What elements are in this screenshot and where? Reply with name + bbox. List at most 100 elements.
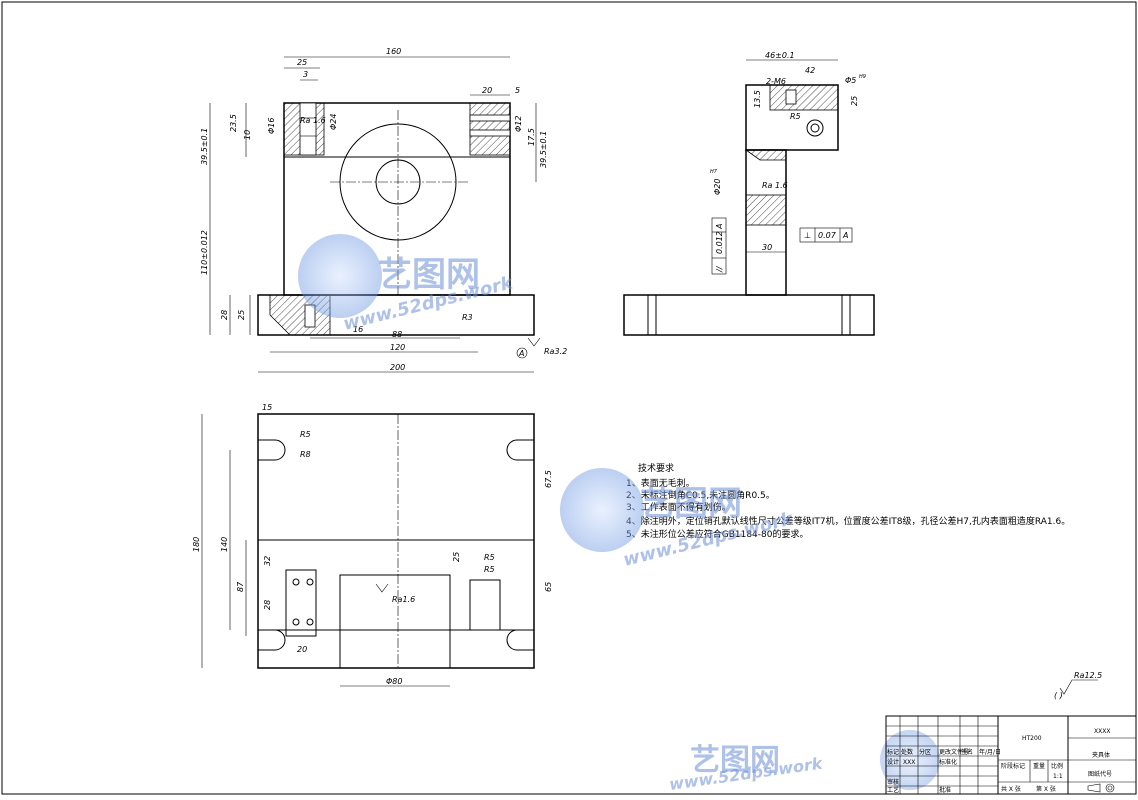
- tol-h9: H9: [859, 74, 866, 80]
- watermark-cn: 艺图网: [690, 743, 780, 778]
- watermark-cn: 艺图网: [378, 255, 480, 295]
- tb-weight-label: 重量: [1033, 762, 1045, 770]
- ra-1-6-front: Ra 1.6: [300, 116, 326, 125]
- dim-42: 42: [805, 66, 815, 75]
- note-3: 3、工作表面不得有划伤。: [626, 501, 731, 513]
- par-datum: A: [715, 224, 724, 230]
- dim-200: 200: [390, 363, 405, 372]
- dim-88: 88: [392, 330, 402, 339]
- dim-r5a: R5: [484, 553, 495, 562]
- dim-r5-side: R5: [790, 112, 801, 121]
- dim-20: 20: [482, 86, 492, 95]
- dim-phi80: Φ80: [386, 677, 402, 686]
- side-view: 46±0.1 42 2-M6 Φ5 H9 13.5 25 R5 Φ20 H7 R…: [623, 51, 875, 336]
- tb-process-label: 工艺: [887, 786, 899, 794]
- dim-16: 16: [353, 325, 363, 334]
- dim-25-v: 25: [237, 310, 246, 320]
- dim-30: 30: [762, 243, 772, 252]
- tb-h-sign: 签名: [961, 748, 973, 756]
- dim-25-top: 25: [452, 552, 461, 562]
- dim-r3: R3: [462, 313, 473, 322]
- dim-32: 32: [263, 556, 272, 566]
- dim-67-5: 67.5: [544, 470, 553, 488]
- dim-phi20: Φ20: [713, 179, 722, 195]
- par-value: 0.012: [715, 231, 724, 254]
- dim-13-5: 13.5: [753, 90, 762, 108]
- dim-phi24: Φ24: [329, 114, 338, 130]
- tb-design-name: XXX: [903, 759, 915, 766]
- tb-h-date: 年/月/日: [979, 748, 1001, 756]
- top-view: 15 R5 R8 180 140 87 32 28 20 25 R5 R5 67…: [192, 403, 553, 687]
- right-bushing-section: [469, 102, 511, 156]
- watermark-3: 艺图网 www.52dps.work: [668, 730, 940, 794]
- tb-h-change: 更改文件号: [939, 748, 969, 756]
- tb-part-name: 夹具体: [1092, 751, 1110, 759]
- dim-39-5-left: 39.5±0.1: [200, 128, 209, 165]
- dim-15: 15: [262, 403, 272, 412]
- dim-28-top: 28: [263, 600, 272, 610]
- tb-company: XXXX: [1094, 728, 1110, 735]
- tb-material: HT200: [1022, 735, 1042, 742]
- dim-23-5: 23.5: [229, 114, 238, 132]
- dim-phi12: Φ12: [514, 116, 523, 132]
- globe-icon: [298, 234, 382, 318]
- roughness-suffix: ( ): [1054, 691, 1063, 700]
- tb-scale-label: 比例: [1051, 762, 1063, 770]
- watermark-cn: 艺图网: [640, 484, 742, 524]
- technical-notes: 技术要求 1、表面无毛刺。 2、未标注倒角C0.5,未注圆角R0.5。 3、工作…: [626, 462, 1070, 540]
- dim-25: 25: [297, 58, 307, 67]
- note-1: 1、表面无毛刺。: [626, 477, 695, 489]
- default-roughness-symbol: Ra12.5 ( ): [1054, 671, 1102, 700]
- title-block: HT200 XXXX 夹具体 标记 处数 分区 更改文件号 签名 年/月/日 设…: [885, 715, 1137, 795]
- tb-sheets-total: 共 X 张: [1001, 785, 1021, 793]
- tb-h-mark: 标记: [887, 748, 899, 756]
- dim-2-m6: 2-M6: [766, 77, 786, 86]
- tb-scale: 1:1: [1053, 773, 1063, 780]
- dim-3: 3: [303, 70, 308, 79]
- perp-value: 0.07: [818, 231, 837, 240]
- roughness-value: Ra12.5: [1074, 671, 1102, 680]
- globe-icon: [560, 468, 644, 552]
- ra-1-6-side: Ra 1.6: [762, 181, 788, 190]
- note-2: 2、未标注倒角C0.5,未注圆角R0.5。: [626, 489, 775, 501]
- front-base: [257, 294, 535, 336]
- tb-sheet-no: 第 X 张: [1036, 785, 1056, 793]
- note-4: 4、除注明外，定位销孔默认线性尺寸公差等级IT7机，位置度公差IT8级，孔径公差…: [626, 515, 1070, 527]
- dim-39-5-right: 39.5±0.1: [539, 131, 548, 168]
- side-base: [623, 294, 875, 336]
- perp-symbol: ⊥: [804, 231, 811, 240]
- tb-stage-label: 阶段标记: [1001, 762, 1025, 770]
- dim-180: 180: [192, 537, 201, 552]
- tb-review-label: 审核: [887, 778, 899, 786]
- dim-25-side: 25: [850, 96, 859, 106]
- watermark-1: 艺图网 www.52dps.work: [298, 234, 516, 335]
- dim-phi16: Φ16: [267, 118, 276, 134]
- dim-10: 10: [243, 130, 252, 140]
- dim-28: 28: [220, 310, 229, 320]
- dim-87: 87: [236, 581, 245, 592]
- globe-icon: [880, 730, 940, 790]
- dim-120: 120: [390, 343, 405, 352]
- notes-title: 技术要求: [638, 462, 674, 474]
- dim-20-top: 20: [297, 645, 307, 654]
- tb-drawing-no: 图纸代号: [1088, 770, 1112, 778]
- dim-65: 65: [544, 582, 553, 592]
- ra-3-2: Ra3.2: [544, 347, 567, 356]
- dim-r5b: R5: [484, 565, 495, 574]
- dim-160: 160: [386, 47, 401, 56]
- dim-phi5: Φ5: [845, 76, 856, 85]
- tb-h-count: 处数: [901, 748, 913, 756]
- note-5: 5、未注形位公差应符合GB1184-80的要求。: [626, 528, 808, 540]
- tb-design-label: 设计: [887, 758, 899, 766]
- dim-5: 5: [515, 86, 520, 95]
- tb-h-zone: 分区: [919, 748, 931, 756]
- dim-17-5: 17.5: [527, 128, 536, 146]
- par-symbol: //: [715, 265, 724, 273]
- dim-110: 110±0.012: [200, 230, 209, 275]
- datum-a: A: [518, 349, 524, 358]
- ra-1-6-top: Ra1.6: [392, 595, 415, 604]
- watermark-2: 艺图网 www.52dps.work: [560, 468, 796, 571]
